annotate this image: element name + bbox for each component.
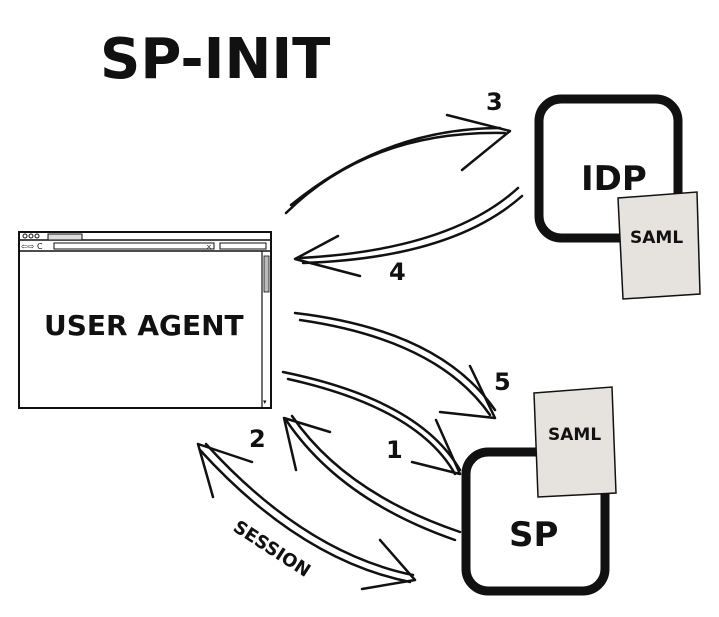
arrow-step-2 [282,414,462,542]
sp-saml-document: SAML [533,386,617,498]
sp-saml-label: SAML [548,425,601,445]
step-5-number: 5 [494,368,511,396]
arrow-step-1 [281,370,462,476]
sp-node: SP SAML [461,386,617,596]
step-1-number: 1 [386,436,403,464]
user-agent-node: ⇦⇨ C × ▾ USER AGENT [18,231,272,409]
idp-label: IDP [581,159,647,199]
user-agent-label: USER AGENT [44,309,244,342]
step-4-number: 4 [389,258,406,286]
arrow-step-4 [293,186,524,278]
idp-saml-label: SAML [630,228,683,248]
idp-node: IDP SAML [534,94,701,300]
diagram-title: SP-INIT [100,27,330,92]
arrow-session [196,442,417,591]
arrow-step-5 [293,311,497,420]
idp-saml-document: SAML [617,191,701,300]
arrow-step-3 [284,113,512,215]
svg-text:⇦⇨ C: ⇦⇨ C [21,242,43,251]
sp-label: SP [509,515,558,555]
step-2-number: 2 [249,425,266,453]
svg-text:▾: ▾ [263,398,267,406]
browser-window-icon: ⇦⇨ C × ▾ [18,231,272,409]
svg-text:×: × [206,243,212,251]
step-3-number: 3 [486,88,503,116]
